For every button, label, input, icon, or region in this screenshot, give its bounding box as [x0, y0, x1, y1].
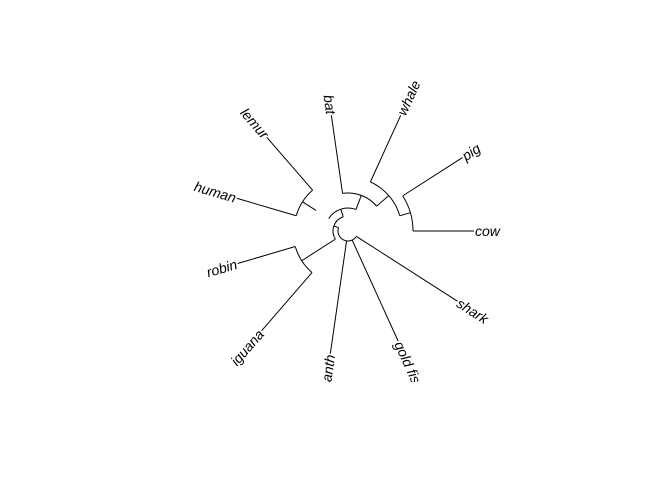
- tip-label-iguana: iguana: [227, 326, 267, 368]
- tip-label-lemur: lemur: [237, 105, 273, 143]
- lemur-human-arc: [295, 189, 313, 216]
- branch-coelacanth: [329, 240, 348, 354]
- tip-label-whale: whale: [394, 78, 424, 118]
- branch-whale: [369, 115, 402, 183]
- whale-cowpig-stem: [376, 195, 390, 207]
- branch-pig: [402, 157, 463, 197]
- branch-goldfish: [351, 239, 399, 342]
- lemur-human-stem: [302, 201, 317, 211]
- branch-robin: [237, 246, 296, 264]
- tip-label-pig: pig: [458, 140, 483, 164]
- tip-label-robin: robin: [205, 256, 240, 280]
- tip-label-goldfish: gold fish: [391, 339, 427, 393]
- tip-labels: cow pig whale bat lemur human robin igua…: [192, 78, 501, 423]
- branch-lemur: [266, 136, 314, 191]
- mammals-stem: [340, 209, 344, 217]
- cow-pig-arc: [402, 195, 414, 232]
- branch-bat: [330, 115, 344, 194]
- tree-branches: [236, 115, 474, 354]
- tip-label-shark: shark: [454, 295, 492, 327]
- tip-label-coelacanth: coelacanth: [313, 353, 339, 423]
- tetrapods-stem: [333, 225, 339, 229]
- tip-label-cow: cow: [475, 223, 501, 239]
- laurasia-group-stem: [355, 195, 362, 210]
- branch-human: [236, 197, 297, 217]
- branch-iguana: [261, 272, 313, 332]
- branch-shark: [356, 235, 458, 302]
- tip-label-bat: bat: [320, 94, 339, 117]
- tip-label-human: human: [192, 178, 238, 205]
- robin-iguana-stem: [301, 238, 336, 262]
- root-arc: [337, 227, 357, 242]
- cow-pig-stem: [399, 212, 411, 217]
